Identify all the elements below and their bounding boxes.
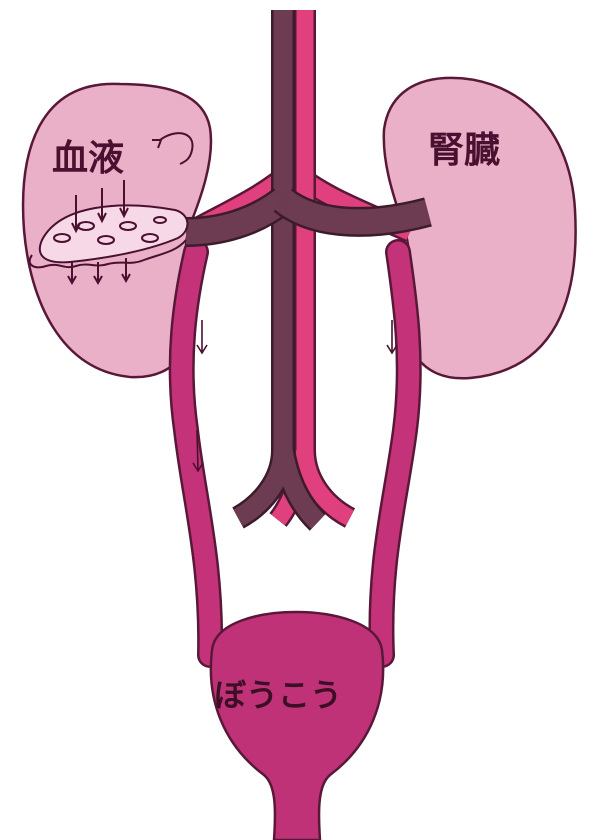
- label-bladder: ぼうこう: [214, 676, 342, 714]
- bladder: [211, 612, 383, 840]
- label-blood: 血液: [52, 138, 124, 179]
- label-kidney: 腎臓: [428, 130, 500, 171]
